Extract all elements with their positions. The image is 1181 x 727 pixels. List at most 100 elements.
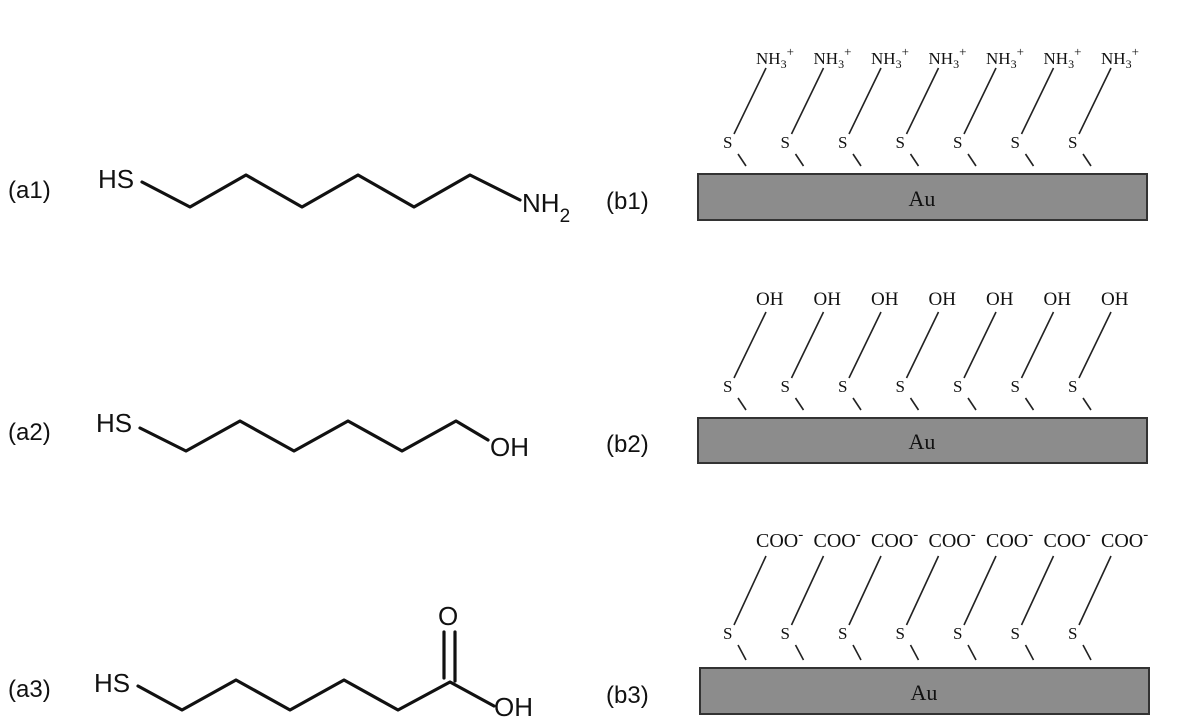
head-group-subscript: 3 [953, 57, 959, 71]
sulfur-label: S [723, 624, 732, 643]
panel-label-b3: (b3) [606, 682, 649, 709]
head-group-charge: - [856, 527, 861, 543]
sam-monolayers: SNH3+SNH3+SNH3+SNH3+SNH3+SNH3+SNH3+SOHSO… [723, 44, 1148, 661]
head-group-text: OH [756, 289, 784, 310]
s-au-bond [1024, 153, 1035, 167]
terminal-group-a2: OH [490, 432, 529, 462]
head-group-charge: + [844, 44, 851, 59]
gold-substrate-b3 [699, 667, 1150, 715]
alkyl-backbone [790, 67, 825, 135]
sulfur-label: S [1011, 624, 1020, 643]
sulfur-label: S [953, 133, 962, 152]
head-group-charge: + [1132, 44, 1139, 59]
alkyl-backbone [905, 311, 940, 379]
head-group-text: NH [929, 49, 954, 68]
head-group-label: NH3+ [756, 44, 794, 71]
sulfur-label: S [1011, 133, 1020, 152]
head-group-label: NH3+ [986, 44, 1024, 71]
svg-text:NH2: NH2 [522, 188, 570, 227]
thiol-chain: SOH [723, 289, 784, 411]
s-au-bond [1082, 397, 1092, 411]
s-au-bond [794, 644, 805, 661]
head-group-subscript: 3 [1068, 57, 1074, 71]
thiol-chain: SOH [1068, 289, 1129, 411]
panel-label-a1: (a1) [8, 177, 51, 204]
sulfur-label: S [953, 377, 962, 396]
s-au-bond [967, 397, 977, 411]
head-group-label: OH [871, 289, 899, 310]
carbonyl-oxygen-a3: O [438, 601, 458, 631]
s-au-bond [737, 153, 747, 167]
thiol-chain: S NH3+ [781, 44, 852, 167]
thiol-label-a2: HS [96, 408, 132, 438]
head-group-label: COO- [1101, 527, 1148, 552]
head-group-text: COO [929, 530, 971, 552]
s-au-bond [1024, 644, 1035, 661]
alkyl-backbone [848, 67, 882, 135]
s-au-bond [737, 644, 747, 661]
head-group-label: COO- [756, 527, 803, 552]
thiol-chain: S COO- [953, 527, 1033, 661]
alkyl-backbone [733, 311, 767, 379]
head-group-label: OH [814, 289, 842, 310]
substrate-label-b2: Au [909, 429, 936, 454]
sulfur-label: S [838, 133, 847, 152]
alkyl-chain-a1 [140, 173, 522, 209]
panel-label-a3: (a3) [8, 676, 51, 703]
head-group-subscript: 3 [1126, 57, 1132, 71]
head-group-charge: + [1074, 44, 1081, 59]
thiol-chain: S COO- [1011, 527, 1091, 661]
sulfur-label: S [723, 133, 732, 152]
alkyl-backbone [905, 67, 940, 135]
head-group-charge: - [1143, 527, 1148, 543]
sulfur-label: S [838, 624, 847, 643]
head-group-text: NH [871, 49, 896, 68]
head-group-label: NH3+ [1101, 44, 1139, 71]
panel-label-b2: (b2) [606, 431, 649, 458]
head-group-text: COO [814, 530, 856, 552]
head-group-charge: - [1028, 527, 1033, 543]
head-group-text: OH [986, 289, 1014, 310]
head-group-label: COO- [986, 527, 1033, 552]
sulfur-label: S [896, 133, 905, 152]
head-group-text: OH [871, 289, 899, 310]
head-group-text: COO [1044, 530, 1086, 552]
head-group-label: NH3+ [814, 44, 852, 71]
thiol-label-a1: HS [98, 164, 134, 194]
head-group-charge: - [913, 527, 918, 543]
head-group-text: COO [1101, 530, 1143, 552]
sulfur-label: S [781, 624, 790, 643]
head-group-text: COO [756, 530, 798, 552]
head-group-label: COO- [929, 527, 976, 552]
alkyl-backbone [790, 555, 825, 626]
alkyl-backbone [963, 555, 997, 626]
s-au-bond [794, 397, 805, 411]
head-group-label: NH3+ [929, 44, 967, 71]
head-group-text: OH [1044, 289, 1072, 310]
sulfur-label: S [1068, 624, 1077, 643]
sulfur-label: S [1011, 377, 1020, 396]
alkyl-backbone [733, 67, 767, 135]
head-group-label: OH [756, 289, 784, 310]
head-group-subscript: 3 [1011, 57, 1017, 71]
thiol-chain: SOH [781, 289, 842, 411]
panel-label-a2: (a2) [8, 419, 51, 446]
gold-substrate-b1 [697, 173, 1148, 221]
head-group-text: OH [929, 289, 957, 310]
molecule-a2: (a2) HS OH [8, 408, 529, 462]
head-group-charge: + [1017, 44, 1024, 59]
thiol-chain: S COO- [1068, 527, 1148, 661]
head-group-label: OH [986, 289, 1014, 310]
s-au-bond [1082, 153, 1092, 167]
alkyl-backbone [1078, 311, 1112, 379]
thiol-label-a3: HS [94, 668, 130, 698]
molecule-a3: (a3) HS O OH [8, 601, 533, 722]
s-au-bond [852, 153, 862, 167]
alkyl-backbone [1020, 67, 1055, 135]
alkyl-backbone [1078, 555, 1112, 626]
